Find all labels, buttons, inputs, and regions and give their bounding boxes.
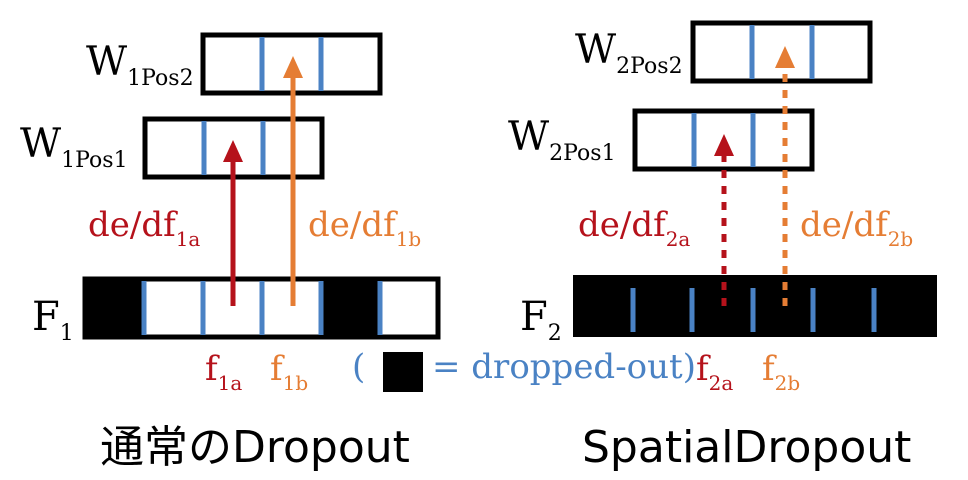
grad-2a-label: de/df2a — [578, 205, 690, 251]
grad-arrow-2a — [714, 134, 734, 306]
f2a-label: f2a — [696, 349, 733, 395]
legend-swatch — [383, 352, 423, 392]
f2-feature-strip — [573, 275, 937, 337]
grad-arrow-1a — [223, 140, 243, 306]
legend-text: = dropped-out) — [432, 347, 696, 387]
w1pos1-label: W1Pos1 — [20, 121, 128, 173]
f1-feature-strip — [82, 276, 441, 340]
w2pos1-label: W2Pos1 — [508, 114, 616, 166]
left-caption: 通常のDropout — [100, 422, 410, 473]
left-panel: W1Pos2 W1Pos1 de/df1a de/df1b F1 f1a f1b… — [20, 32, 441, 473]
w2pos2-label: W2Pos2 — [575, 27, 683, 79]
dropped-cell — [321, 279, 380, 337]
grad-arrow-1b — [283, 56, 303, 306]
f1b-label: f1b — [270, 349, 308, 395]
grad-2b-label: de/df2b — [800, 205, 913, 251]
right-caption: SpatialDropout — [582, 422, 911, 473]
grad-arrow-2b — [775, 46, 795, 306]
w2pos2-box — [690, 20, 873, 84]
legend-open-paren: ( — [352, 347, 365, 387]
dropped-out-legend: ( = dropped-out) — [352, 347, 696, 392]
right-panel: W2Pos2 W2Pos1 de/df2a de/df2b F2 f2a f2b… — [508, 20, 937, 473]
grad-1a-label: de/df1a — [88, 205, 200, 251]
f1a-label: f1a — [205, 349, 242, 395]
f1-label: F1 — [32, 294, 74, 346]
f2b-label: f2b — [762, 349, 800, 395]
f2-label: F2 — [520, 294, 562, 346]
dropped-cell — [85, 279, 144, 337]
grad-1b-label: de/df1b — [308, 205, 421, 251]
w1pos2-label: W1Pos2 — [86, 39, 194, 91]
